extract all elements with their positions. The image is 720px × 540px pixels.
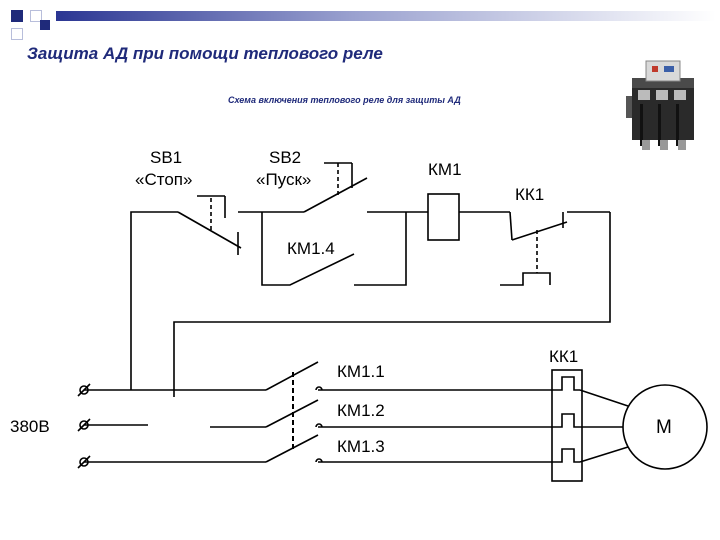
km1-coil xyxy=(427,193,460,241)
kk1-heater-block xyxy=(551,369,583,482)
deco-square xyxy=(11,28,23,40)
km1-coil-label: КМ1 xyxy=(428,160,462,179)
kk1-contact-label: КК1 xyxy=(515,185,544,204)
sb2-name-label: «Пуск» xyxy=(256,170,311,189)
thermal-relay-photo xyxy=(626,60,694,150)
kk1-heater-label: КК1 xyxy=(549,347,578,366)
voltage-label: 380В xyxy=(10,417,50,436)
sb1-name-label: «Стоп» xyxy=(135,170,192,189)
deco-square xyxy=(11,10,23,22)
diagram-subtitle: Схема включения теплового реле для защит… xyxy=(228,95,461,105)
km12-label: КМ1.2 xyxy=(337,401,385,420)
km13-label: КМ1.3 xyxy=(337,437,385,456)
control-wire-left xyxy=(130,211,178,390)
terminal-icon xyxy=(79,457,89,467)
kk1-contact xyxy=(509,211,513,241)
sb1-contact xyxy=(177,211,242,249)
header-bar xyxy=(56,11,716,21)
sb2-code-label: SB2 xyxy=(269,148,301,167)
terminal-icon xyxy=(79,420,89,430)
km11-label: КМ1.1 xyxy=(337,362,385,381)
sb1-code-label: SB1 xyxy=(150,148,182,167)
motor-icon xyxy=(622,384,708,470)
km14-contact xyxy=(261,212,355,286)
terminal-icon xyxy=(79,385,89,395)
motor-label: М xyxy=(656,417,672,438)
km14-label: КМ1.4 xyxy=(287,239,335,258)
slide-title: Защита АД при помощи теплового реле xyxy=(27,44,383,63)
deco-square xyxy=(40,20,50,30)
deco-square xyxy=(30,10,42,22)
control-wire-return xyxy=(173,212,611,397)
